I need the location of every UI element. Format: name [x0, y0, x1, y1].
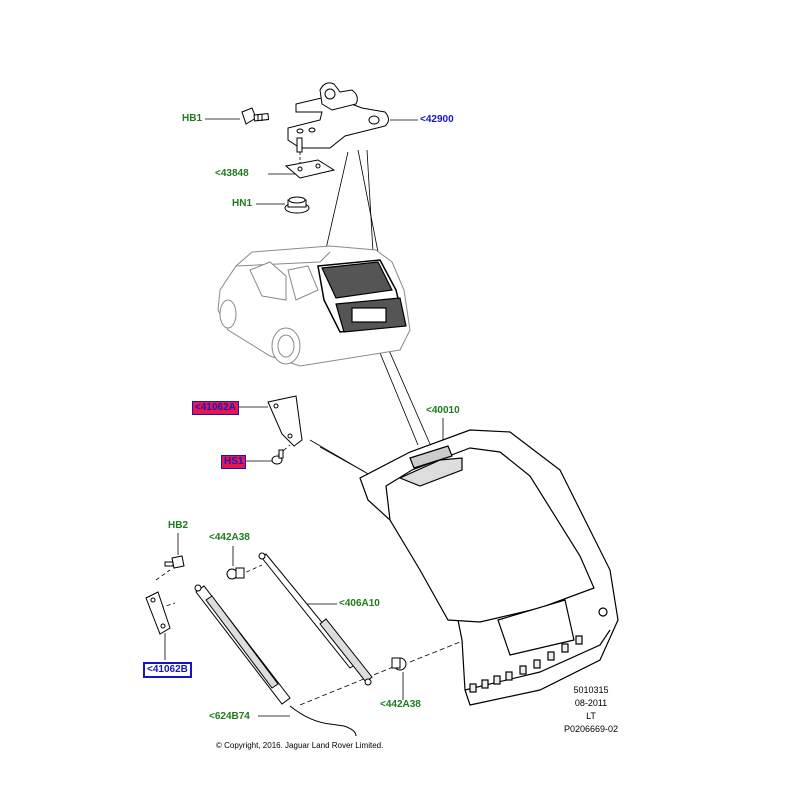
- callout-624b74[interactable]: <624B74: [209, 711, 250, 722]
- copyright-notice: © Copyright, 2016. Jaguar Land Rover Lim…: [216, 741, 384, 750]
- callout-hb2[interactable]: HB2: [168, 520, 189, 531]
- callout-hn1[interactable]: HN1: [232, 198, 253, 209]
- gas-strut-icon: [258, 552, 373, 686]
- ball-stud-icon: [391, 657, 407, 671]
- bracket-icon: [145, 591, 171, 635]
- bolt-icon: [164, 555, 185, 569]
- callout-43848[interactable]: <43848: [215, 168, 249, 179]
- ball-stud-icon: [226, 567, 245, 580]
- reference-line-3: LT: [586, 711, 596, 721]
- callout-442a38-top[interactable]: <442A38: [209, 532, 250, 543]
- reference-line-2: 08-2011: [574, 698, 608, 708]
- hinge-gasket-icon: [284, 159, 336, 179]
- callout-40010[interactable]: <40010: [426, 405, 460, 416]
- leader-lines: [155, 118, 466, 717]
- reference-line-1: 5010315: [573, 685, 609, 695]
- bolt-icon: [271, 449, 284, 465]
- tailgate-hinge-icon: [287, 82, 389, 149]
- callout-42900[interactable]: <42900: [420, 114, 454, 125]
- gas-strut-icon: [194, 584, 357, 737]
- callout-hb1[interactable]: HB1: [182, 113, 203, 124]
- reference-line-4: P0206669-02: [563, 724, 619, 734]
- bolt-icon: [241, 107, 270, 125]
- callout-41062a[interactable]: <41062A: [192, 401, 239, 415]
- tailgate-panel-icon: [359, 429, 619, 706]
- tailgate-panel-icon: [321, 261, 407, 333]
- callout-41062b[interactable]: <41062B: [143, 662, 192, 678]
- callout-hs1[interactable]: HS1: [221, 455, 247, 469]
- callout-406a10[interactable]: <406A10: [339, 598, 380, 609]
- flange-nut-icon: [284, 196, 310, 214]
- callout-442a38-bottom[interactable]: <442A38: [380, 699, 421, 710]
- bracket-icon: [267, 395, 303, 447]
- bolt-icon: [296, 137, 303, 153]
- reference-block: 5010315 08-2011 LT P0206669-02: [556, 684, 626, 736]
